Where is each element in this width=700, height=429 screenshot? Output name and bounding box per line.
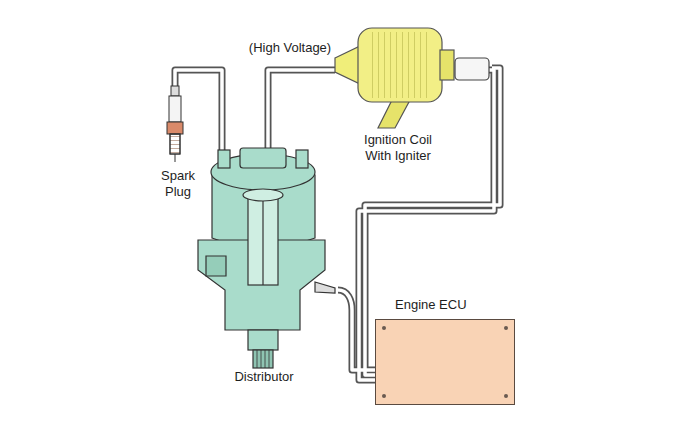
distributor-drawing [198, 148, 335, 368]
spark-plug-drawing [167, 86, 183, 162]
ecu-box: Engine ECU [375, 297, 515, 405]
part-label: Ignition Coil With Igniter [350, 132, 446, 164]
part-label: Spark Plug [148, 168, 208, 200]
ecu-housing [375, 319, 515, 405]
voltage-note: (High Voltage) [232, 40, 348, 56]
part-label: Distributor [218, 369, 310, 385]
ignition-coil-drawing [335, 28, 489, 128]
screw-dots [376, 320, 514, 404]
ecu-title: Engine ECU [375, 297, 515, 313]
